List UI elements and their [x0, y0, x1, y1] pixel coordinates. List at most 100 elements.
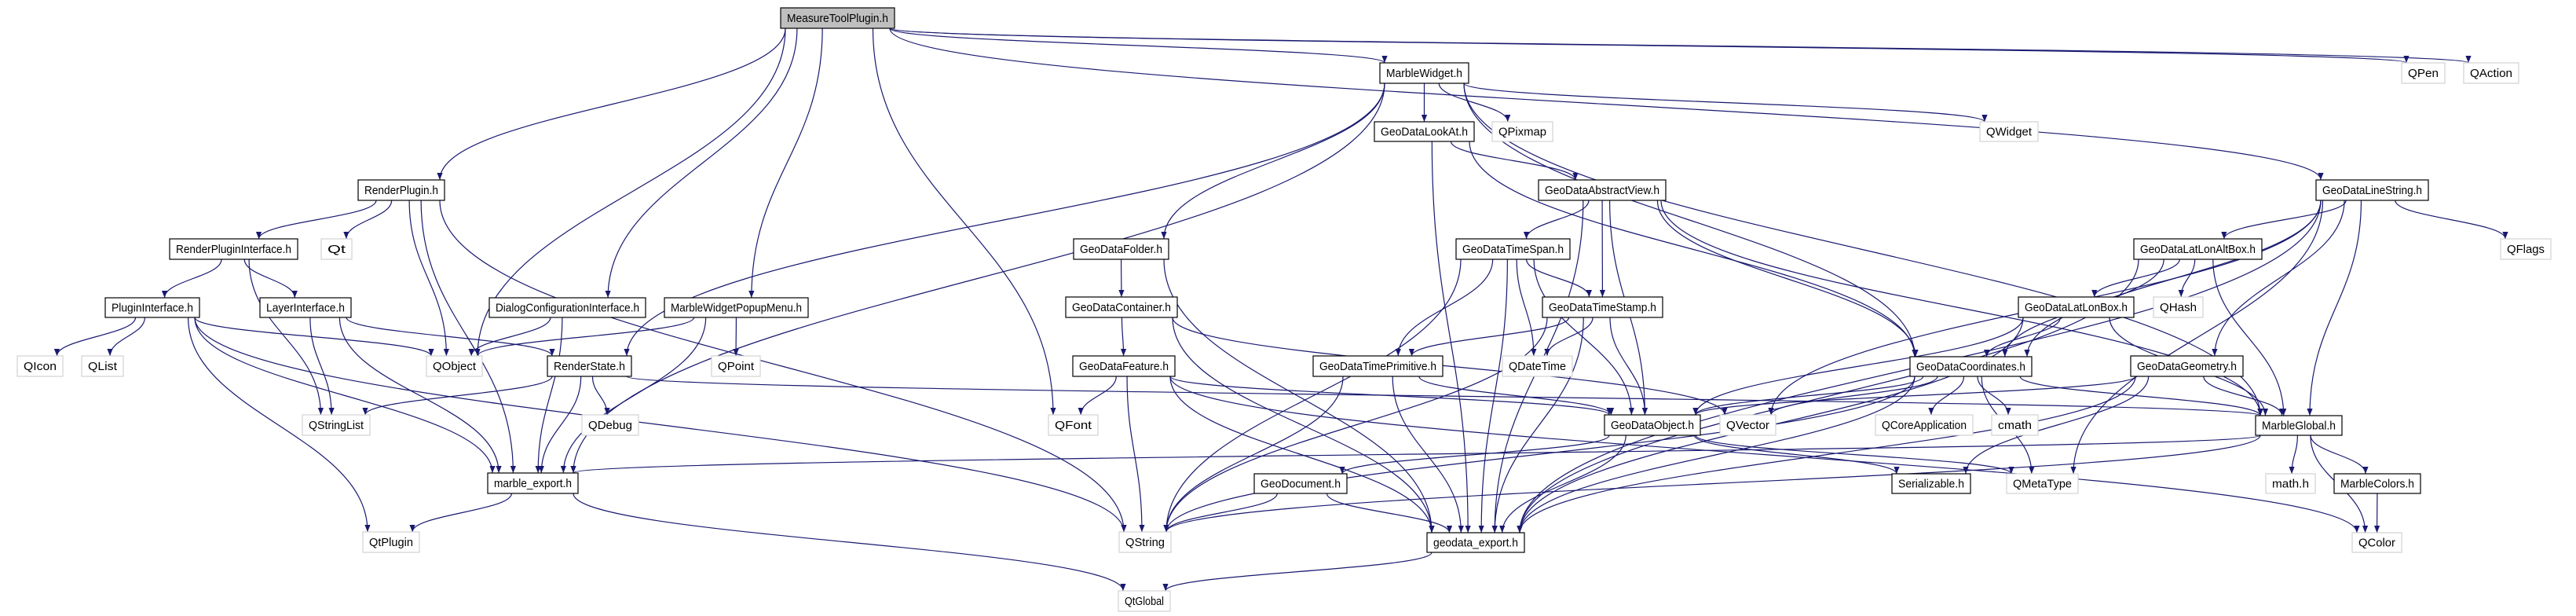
node-box: [16, 355, 64, 377]
node-label: RenderPluginInterface.h: [176, 243, 291, 256]
node-geo-data-lat-lon-alt-box[interactable]: GeoDataLatLonAltBox.h: [2133, 238, 2263, 260]
node-marble-widget[interactable]: MarbleWidget.h: [1379, 62, 1469, 84]
edge-plugin-interface-to-marble-export: [194, 317, 496, 474]
node-q-font: QFont: [1048, 414, 1099, 436]
node-qt: Qt: [320, 238, 353, 260]
node-geo-data-abstract-view[interactable]: GeoDataAbstractView.h: [1538, 179, 1667, 201]
node-cmath: cmath: [1991, 414, 2039, 436]
node-q-widget: QWidget: [1979, 121, 2039, 142]
edge-measure-tool-plugin-to-marble-widget-popup-menu: [748, 28, 823, 299]
node-plugin-interface[interactable]: PluginInterface.h: [104, 297, 200, 318]
node-geo-data-container[interactable]: GeoDataContainer.h: [1065, 296, 1178, 318]
edge-geo-data-feature-to-geodata-export: [1169, 376, 1435, 534]
node-box: [2500, 238, 2552, 260]
node-marble-colors[interactable]: MarbleColors.h: [2333, 473, 2421, 494]
node-geo-data-time-stamp[interactable]: GeoDataTimeStamp.h: [1542, 296, 1663, 318]
node-label: GeoDataTimeSpan.h: [1462, 243, 1564, 256]
node-box: [1891, 473, 1971, 494]
edge-geo-data-coordinates-to-marble-global: [2019, 376, 2263, 416]
node-q-string: QString: [1118, 531, 1172, 553]
node-box: [1374, 121, 1475, 142]
node-label: Serializable.h: [1898, 478, 1964, 491]
edge-measure-tool-plugin-to-q-font: [872, 28, 1056, 416]
node-q-icon: QIcon: [16, 355, 64, 377]
node-geo-data-line-string[interactable]: GeoDataLineString.h: [2315, 179, 2429, 201]
node-label: QHash: [2160, 301, 2197, 314]
edge-geo-data-abstract-view-to-geo-data-time-span: [1523, 200, 1590, 240]
node-label: QDebug: [588, 419, 632, 432]
node-box: [1118, 590, 1171, 612]
edge-geo-data-container-to-geo-data-feature: [1120, 317, 1127, 357]
nodes-layer: MeasureToolPlugin.hRenderPlugin.hMarbleW…: [16, 7, 2552, 612]
node-geodata-export[interactable]: geodata_export.h: [1426, 532, 1525, 553]
node-label: QCoreApplication: [1882, 419, 1967, 432]
node-box: [1455, 238, 1571, 260]
node-layer-interface[interactable]: LayerInterface.h: [259, 297, 352, 318]
edge-marble-global-to-q-string: [1163, 434, 2261, 533]
node-label: QFlags: [2507, 243, 2545, 256]
node-dialog-configuration-interface[interactable]: DialogConfigurationInterface.h: [488, 297, 646, 318]
node-label: marble_export.h: [494, 477, 572, 490]
edge-render-plugin-to-render-plugin-interface: [255, 200, 377, 240]
edge-measure-tool-plugin-to-dialog-configuration-interface: [605, 28, 798, 299]
node-label: QString: [1125, 536, 1165, 549]
edge-geo-data-time-span-to-geo-data-time-primitive: [1395, 258, 1494, 357]
edge-marble-widget-to-q-pixmap: [1438, 82, 1511, 123]
node-label: QIcon: [24, 360, 57, 373]
node-geo-data-folder[interactable]: GeoDataFolder.h: [1073, 238, 1169, 260]
node-label: GeoDataLineString.h: [2322, 184, 2422, 197]
node-box: [2333, 473, 2421, 494]
node-marble-export[interactable]: marble_export.h: [487, 472, 579, 494]
node-geo-data-object[interactable]: GeoDataObject.h: [1604, 414, 1701, 436]
node-label: QMetaType: [2013, 478, 2072, 491]
node-box: [1875, 414, 1974, 436]
node-geo-document[interactable]: GeoDocument.h: [1253, 473, 1348, 494]
node-label: Qt: [327, 243, 346, 256]
node-geo-data-coordinates[interactable]: GeoDataCoordinates.h: [1909, 356, 2033, 377]
edge-marble-widget-to-marble-export: [570, 82, 1385, 474]
node-render-state[interactable]: RenderState.h: [547, 355, 632, 377]
node-label: RenderPlugin.h: [364, 184, 438, 197]
node-box: [1991, 414, 2039, 436]
node-geo-data-time-span[interactable]: GeoDataTimeSpan.h: [1455, 238, 1571, 260]
edge-geo-document-to-geodata-export: [1326, 493, 1453, 534]
node-geo-data-lat-lon-box[interactable]: GeoDataLatLonBox.h: [2018, 296, 2135, 318]
node-geo-data-geometry[interactable]: GeoDataGeometry.h: [2130, 355, 2244, 377]
node-geo-data-look-at[interactable]: GeoDataLookAt.h: [1374, 121, 1475, 142]
edge-geo-data-feature-to-q-color: [1169, 376, 2360, 534]
node-box: [362, 531, 420, 553]
node-measure-tool-plugin[interactable]: MeasureToolPlugin.h: [780, 7, 895, 29]
node-box: [1426, 532, 1525, 553]
edge-render-plugin-interface-to-layer-interface: [243, 258, 298, 299]
node-box: [2018, 296, 2135, 318]
node-label: DialogConfigurationInterface.h: [496, 302, 639, 315]
node-label: GeoDataObject.h: [1611, 419, 1694, 432]
node-geo-data-time-primitive[interactable]: GeoDataTimePrimitive.h: [1312, 355, 1444, 377]
node-box: [1048, 414, 1099, 436]
node-q-color: QColor: [2351, 532, 2402, 553]
node-marble-widget-popup-menu[interactable]: MarbleWidgetPopupMenu.h: [664, 297, 809, 318]
edge-measure-tool-plugin-to-q-action: [889, 28, 2471, 64]
node-label: MeasureToolPlugin.h: [787, 12, 888, 25]
edge-dialog-configuration-interface-to-marble-export: [535, 317, 563, 474]
edge-plugin-interface-to-q-object: [194, 317, 434, 357]
node-box: [1604, 414, 1701, 436]
edge-geo-data-time-stamp-to-geo-data-object: [1609, 317, 1648, 416]
edge-marble-global-to-marble-export: [571, 434, 2261, 474]
node-box: [302, 414, 371, 436]
edge-geo-data-coordinates-to-q-vector: [1768, 376, 1938, 416]
node-label: QAction: [2470, 67, 2512, 80]
node-label: GeoDataFeature.h: [1079, 360, 1169, 373]
node-label: QStringList: [309, 419, 364, 432]
edge-geo-data-container-to-geodata-export: [1172, 317, 1435, 534]
node-label: GeoDocument.h: [1261, 478, 1341, 491]
node-render-plugin-interface[interactable]: RenderPluginInterface.h: [169, 238, 298, 260]
node-marble-global[interactable]: MarbleGlobal.h: [2255, 415, 2343, 436]
node-render-plugin[interactable]: RenderPlugin.h: [357, 179, 445, 201]
node-geo-data-feature[interactable]: GeoDataFeature.h: [1072, 355, 1176, 377]
node-box: [487, 472, 579, 494]
node-serializable[interactable]: Serializable.h: [1891, 473, 1971, 494]
node-label: PluginInterface.h: [112, 302, 193, 315]
edge-geo-data-geometry-to-geo-data-object: [1692, 376, 2136, 416]
